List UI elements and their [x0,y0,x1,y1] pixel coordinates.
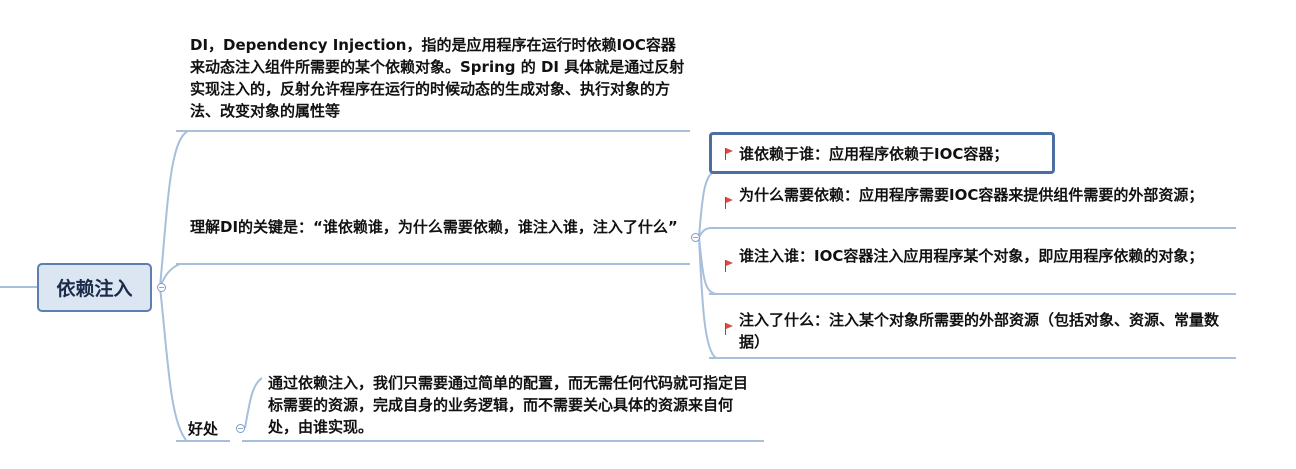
child-topic-who-injects[interactable]: 谁注入谁：IOC容器注入应用程序某个对象，即应用程序依赖的对象； [739,247,1204,265]
collapse-circle-icon[interactable]: − [157,282,166,292]
root-topic-node[interactable]: 依赖注入 [37,263,152,312]
definition-topic[interactable]: DI，Dependency Injection，指的是应用程序在运行时依赖IOC… [190,36,685,120]
collapse-circle-icon[interactable]: − [236,423,245,433]
red-flag-icon [725,323,733,335]
selected-topic-frame [709,132,1055,174]
key-point-topic[interactable]: 理解DI的关键是：“谁依赖谁，为什么需要依赖，谁注入谁，注入了什么” [190,218,678,236]
benefit-topic[interactable]: 好处 [188,420,219,438]
child-topic-why-depend[interactable]: 为什么需要依赖：应用程序需要IOC容器来提供组件需要的外部资源； [739,186,1204,204]
child-topic-who-depends[interactable]: 谁依赖于谁：应用程序依赖于IOC容器； [739,145,1009,163]
benefit-detail-topic[interactable]: 通过依赖注入，我们只需要通过简单的配置，而无需任何代码就可指定目标需要的资源，完… [268,374,749,436]
red-flag-icon [725,260,733,272]
red-flag-icon [725,148,733,160]
collapse-circle-icon[interactable]: − [691,232,700,242]
red-flag-icon [725,197,733,209]
child-topic-what-injected[interactable]: 注入了什么：注入某个对象所需要的外部资源（包括对象、资源、常量数据） [739,311,1220,351]
